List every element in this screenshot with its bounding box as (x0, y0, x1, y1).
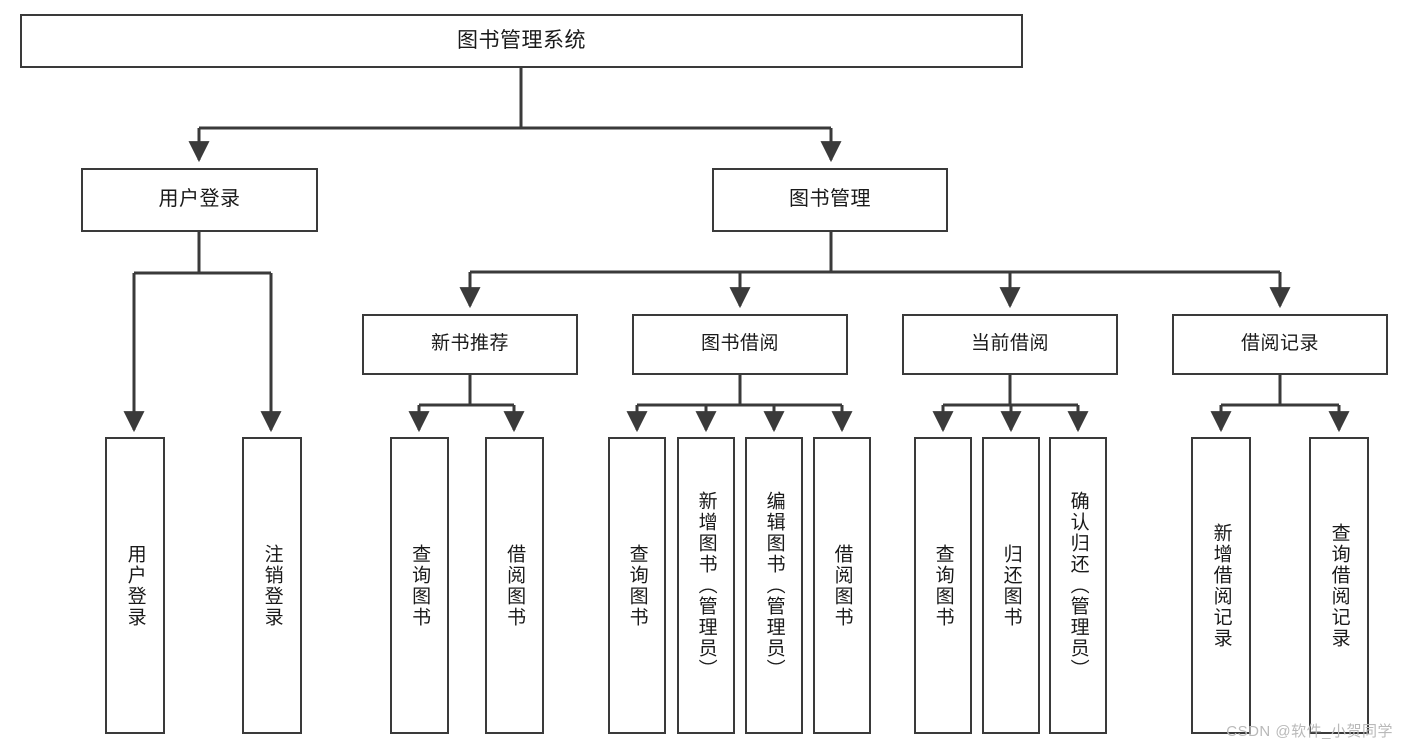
node-book-manage-label: 图书管理 (789, 188, 871, 211)
node-user-login-label: 用户登录 (158, 188, 241, 211)
node-leaf-borrow-book-2[interactable]: 借阅图书 (813, 437, 871, 734)
node-leaf-borrow-book-1[interactable]: 借阅图书 (485, 437, 544, 734)
node-leaf-borrow-book-1-label: 借阅图书 (504, 543, 526, 628)
node-leaf-edit-book-label: 编辑图书（管理员） (763, 491, 785, 680)
node-leaf-query-book-2[interactable]: 查询图书 (608, 437, 666, 734)
node-leaf-edit-book[interactable]: 编辑图书（管理员） (745, 437, 803, 734)
node-new-book-recommend-label: 新书推荐 (430, 333, 509, 355)
node-leaf-add-record[interactable]: 新增借阅记录 (1191, 437, 1251, 734)
node-leaf-confirm-return-label: 确认归还（管理员） (1067, 491, 1089, 680)
node-root-label: 图书管理系统 (457, 28, 586, 52)
node-root[interactable]: 图书管理系统 (20, 14, 1023, 68)
node-leaf-add-book-label: 新增图书（管理员） (695, 491, 717, 680)
node-new-book-recommend[interactable]: 新书推荐 (362, 314, 578, 375)
node-leaf-query-book-1-label: 查询图书 (409, 543, 431, 628)
node-leaf-borrow-book-2-label: 借阅图书 (831, 543, 853, 628)
node-leaf-logout-login[interactable]: 注销登录 (242, 437, 302, 734)
node-borrow-record-label: 借阅记录 (1240, 333, 1319, 355)
node-current-borrow[interactable]: 当前借阅 (902, 314, 1118, 375)
node-book-manage[interactable]: 图书管理 (712, 168, 948, 232)
watermark-text: CSDN @软件_小贺同学 (1226, 723, 1393, 740)
node-leaf-query-book-3[interactable]: 查询图书 (914, 437, 972, 734)
node-book-borrow[interactable]: 图书借阅 (632, 314, 848, 375)
node-leaf-query-book-1[interactable]: 查询图书 (390, 437, 449, 734)
node-leaf-query-record[interactable]: 查询借阅记录 (1309, 437, 1369, 734)
node-leaf-return-book[interactable]: 归还图书 (982, 437, 1040, 734)
node-leaf-query-record-label: 查询借阅记录 (1328, 522, 1350, 649)
node-borrow-record[interactable]: 借阅记录 (1172, 314, 1388, 375)
node-leaf-user-login-label: 用户登录 (124, 543, 146, 628)
node-leaf-return-book-label: 归还图书 (1000, 543, 1022, 628)
node-leaf-logout-login-label: 注销登录 (261, 543, 283, 628)
node-current-borrow-label: 当前借阅 (970, 333, 1049, 355)
node-leaf-add-book[interactable]: 新增图书（管理员） (677, 437, 735, 734)
node-book-borrow-label: 图书借阅 (700, 333, 779, 355)
node-leaf-query-book-2-label: 查询图书 (626, 543, 648, 628)
node-user-login[interactable]: 用户登录 (81, 168, 318, 232)
node-leaf-add-record-label: 新增借阅记录 (1210, 522, 1232, 649)
node-leaf-user-login[interactable]: 用户登录 (105, 437, 165, 734)
node-leaf-query-book-3-label: 查询图书 (932, 543, 954, 628)
node-leaf-confirm-return[interactable]: 确认归还（管理员） (1049, 437, 1107, 734)
